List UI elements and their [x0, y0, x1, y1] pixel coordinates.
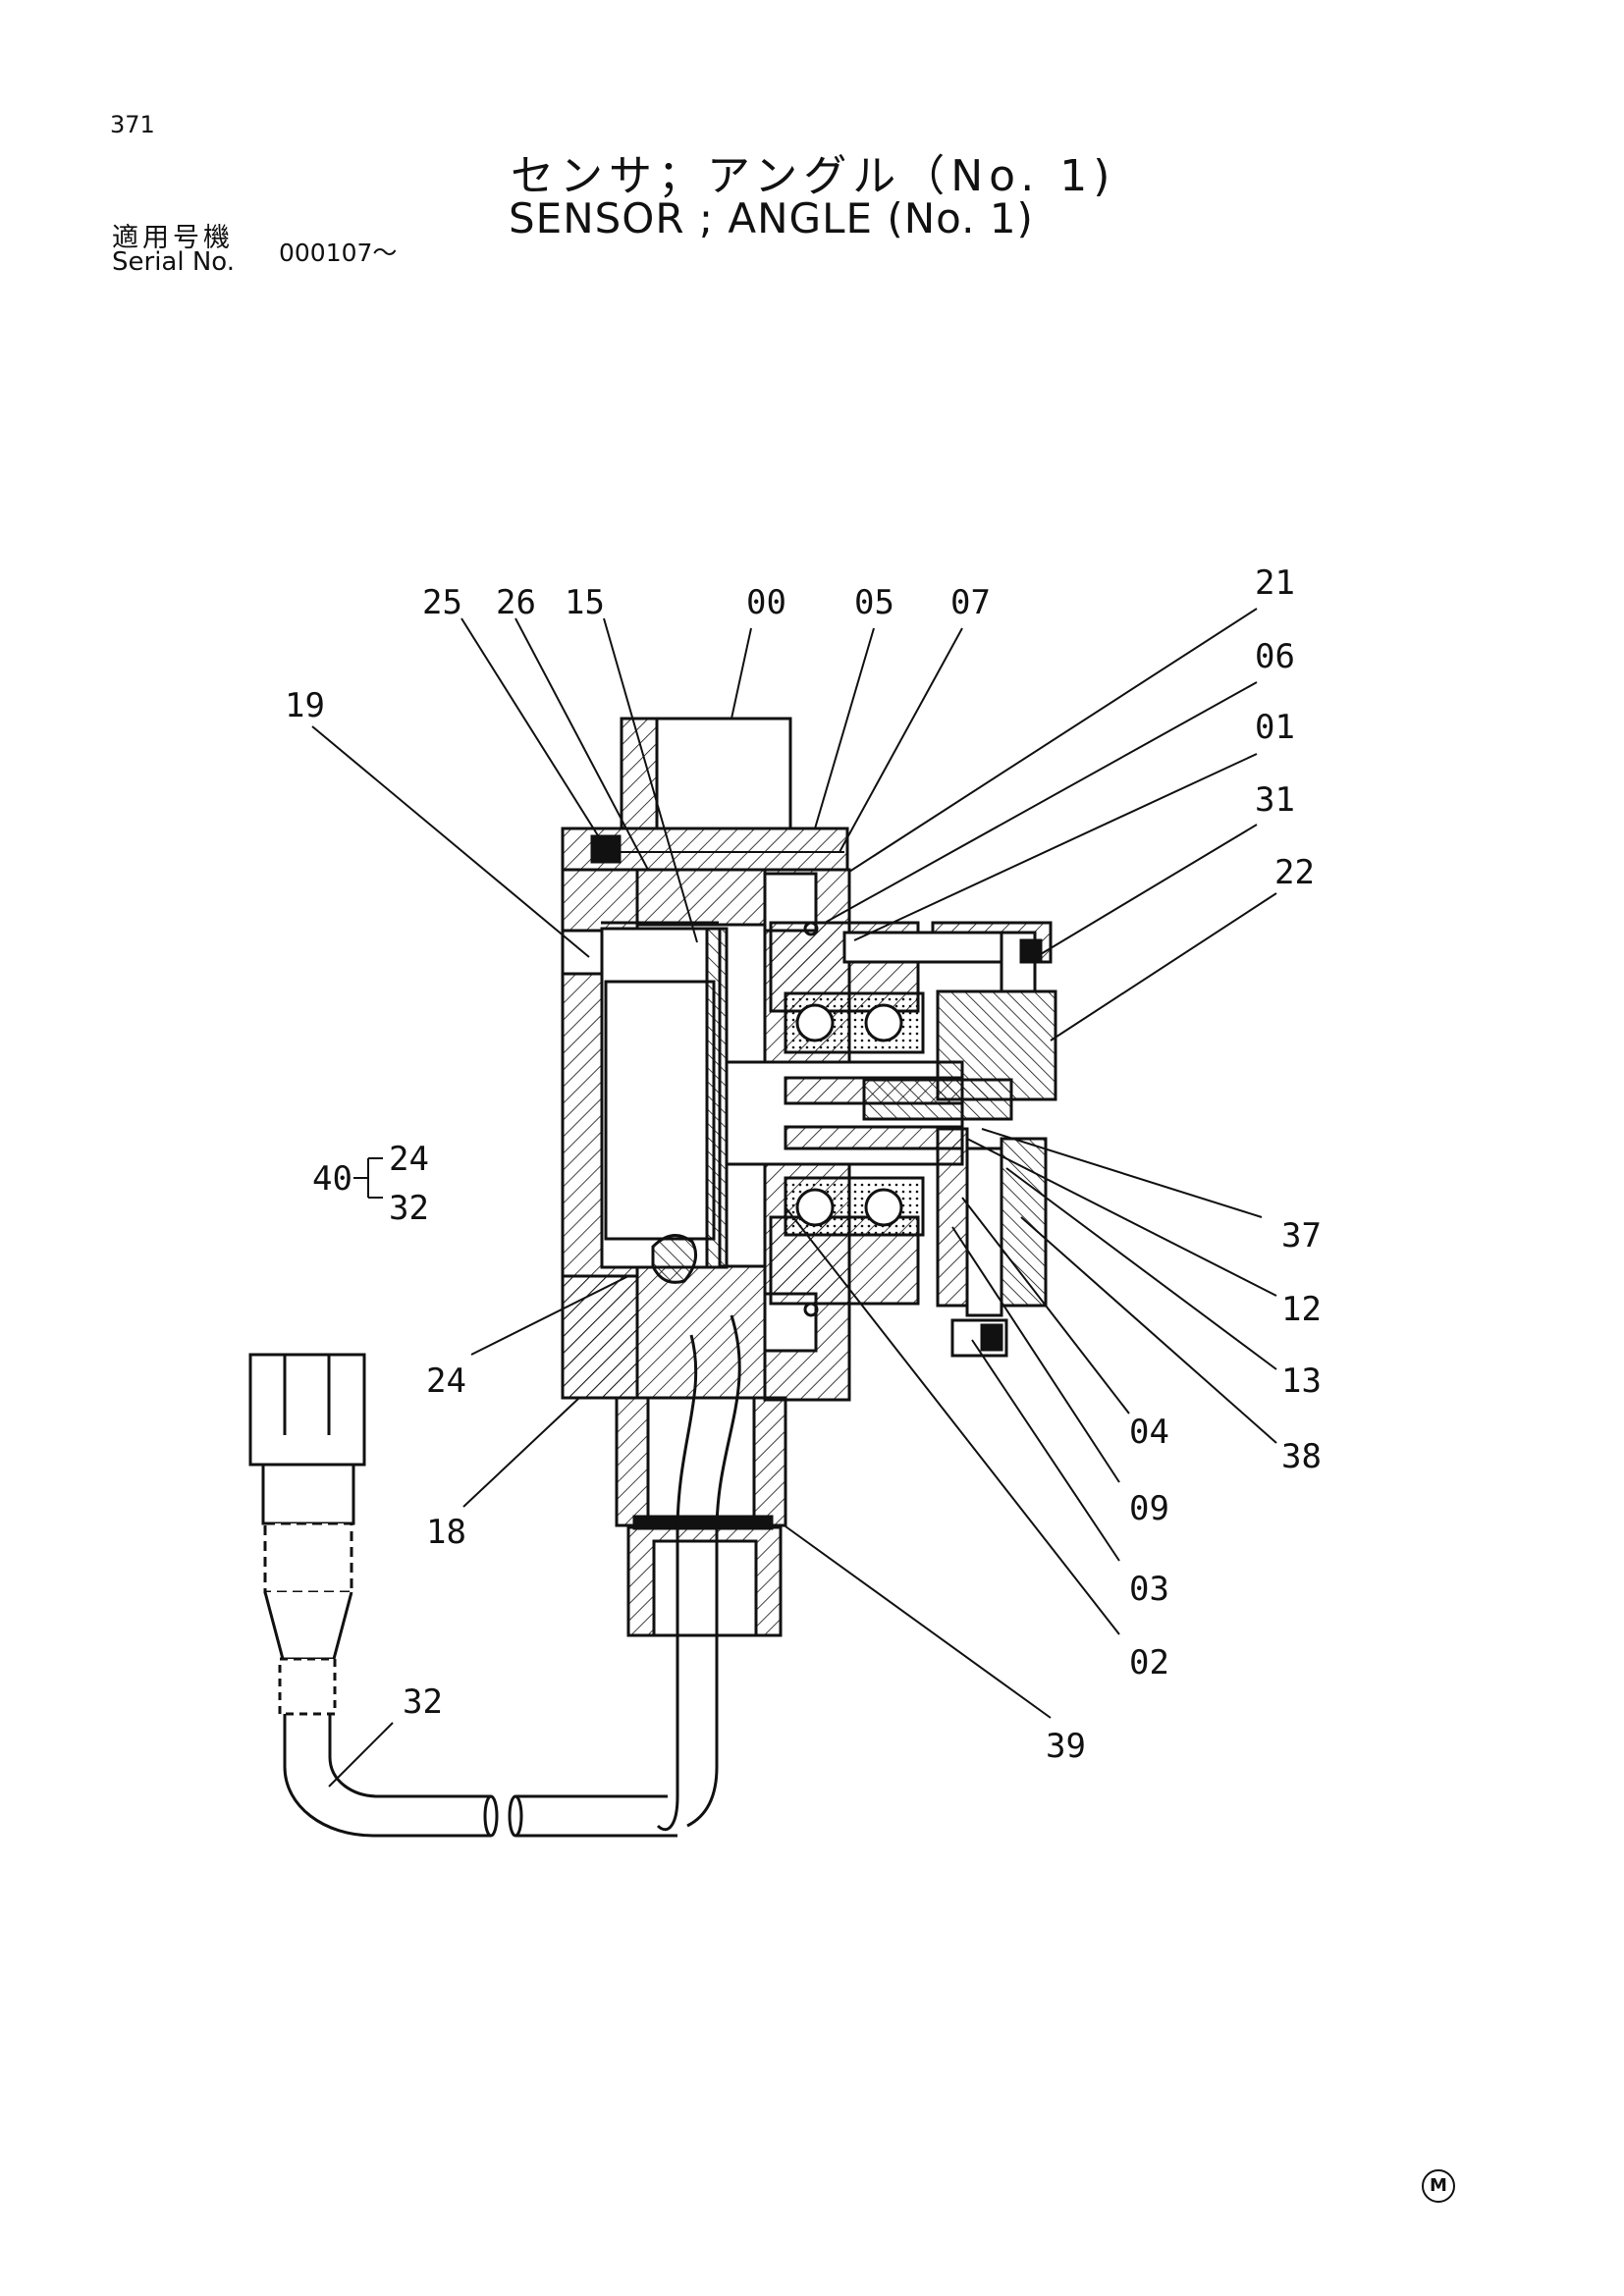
- page-number: 371: [110, 111, 155, 138]
- callout-38: 38: [1281, 1437, 1322, 1476]
- callout-39: 39: [1046, 1727, 1086, 1766]
- serial-label-english: Serial No.: [112, 247, 235, 277]
- callout-00: 00: [746, 583, 786, 622]
- callout-19: 19: [285, 686, 325, 725]
- callout-03: 03: [1129, 1570, 1169, 1609]
- manufacturer-mark-icon: M: [1422, 2169, 1455, 2203]
- group-callout-id: 40: [312, 1159, 352, 1199]
- callout-22: 22: [1274, 853, 1315, 892]
- callout-26: 26: [496, 583, 536, 622]
- callout-18: 18: [426, 1513, 466, 1552]
- callout-05: 05: [854, 583, 894, 622]
- callout-25: 25: [422, 583, 462, 622]
- callout-06: 06: [1255, 637, 1295, 676]
- callout-12: 12: [1281, 1290, 1322, 1329]
- callout-24: 24: [426, 1362, 466, 1401]
- callout-04: 04: [1129, 1413, 1169, 1452]
- callout-15: 15: [565, 583, 605, 622]
- callout-07: 07: [950, 583, 991, 622]
- callout-31: 31: [1255, 780, 1295, 820]
- callout-02: 02: [1129, 1643, 1169, 1682]
- serial-value: 000107～: [279, 239, 398, 267]
- callout-09: 09: [1129, 1489, 1169, 1528]
- callout-01: 01: [1255, 708, 1295, 747]
- group-callout-member-32: 32: [389, 1189, 429, 1228]
- title-japanese: センサ；アングル（No. 1): [511, 151, 1116, 201]
- group-callout-member-24: 24: [389, 1140, 429, 1179]
- assembly-drawing: [248, 608, 1277, 1838]
- callout-labels: 25 26 15 00 05 07 21 06 01 31 22 19 37 12 13 04 38 09 03 02…: [285, 563, 1322, 1766]
- callout-13: 13: [1281, 1362, 1322, 1401]
- callout-21: 21: [1255, 563, 1295, 603]
- title-english: SENSOR ; ANGLE (No. 1): [509, 194, 1034, 242]
- callout-32: 32: [403, 1682, 443, 1722]
- serial-label-japanese: 適用号機: [112, 223, 234, 253]
- callout-37: 37: [1281, 1216, 1322, 1255]
